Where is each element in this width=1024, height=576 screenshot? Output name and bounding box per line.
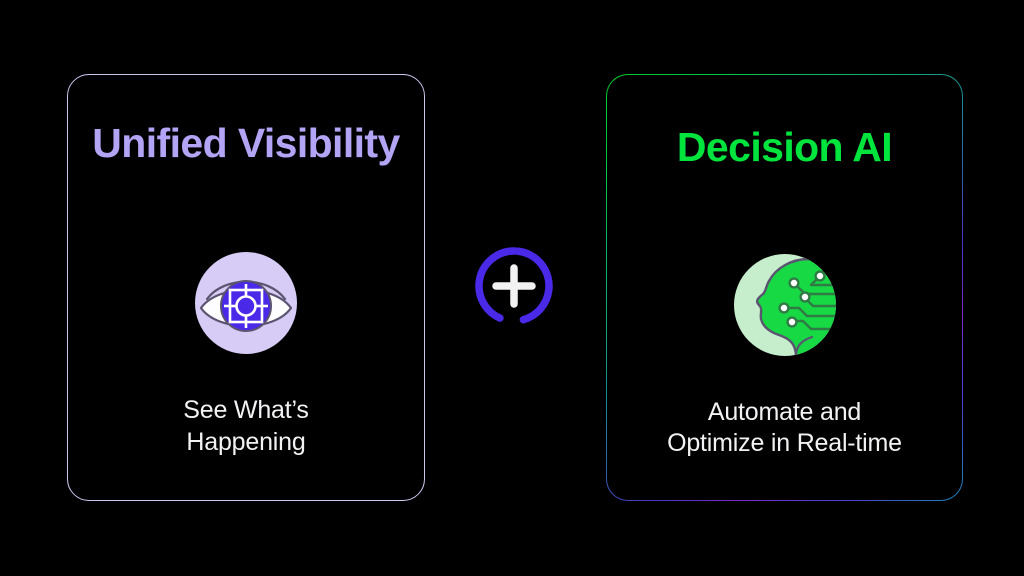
card-body: Decision AI — [609, 77, 961, 499]
plus-in-ring-icon — [475, 247, 553, 325]
card-title-decision-ai: Decision AI — [676, 123, 893, 170]
eye-scan-icon-slot — [68, 251, 424, 355]
card-caption-unified-visibility: See What’s Happening — [82, 395, 410, 458]
eye-scan-icon — [195, 252, 297, 354]
ai-head-circuit-icon — [733, 253, 836, 356]
plus-connector — [472, 244, 556, 328]
card-title-unified-visibility: Unified Visibility — [92, 120, 400, 166]
card-body: Unified Visibility — [68, 75, 424, 500]
card-caption-decision-ai: Automate and Optimize in Real-time — [623, 397, 947, 460]
caption-line: See What’s — [183, 396, 309, 424]
caption-line: Automate and — [707, 397, 862, 426]
card-inner: Decision AI — [608, 76, 961, 499]
caption-line: Happening — [186, 427, 306, 456]
card-unified-visibility[interactable]: Unified Visibility — [67, 74, 425, 501]
caption-line: Optimize in Real-time — [667, 429, 902, 458]
ai-head-circuit-icon-slot — [609, 253, 961, 357]
card-decision-ai[interactable]: Decision AI — [606, 74, 963, 501]
